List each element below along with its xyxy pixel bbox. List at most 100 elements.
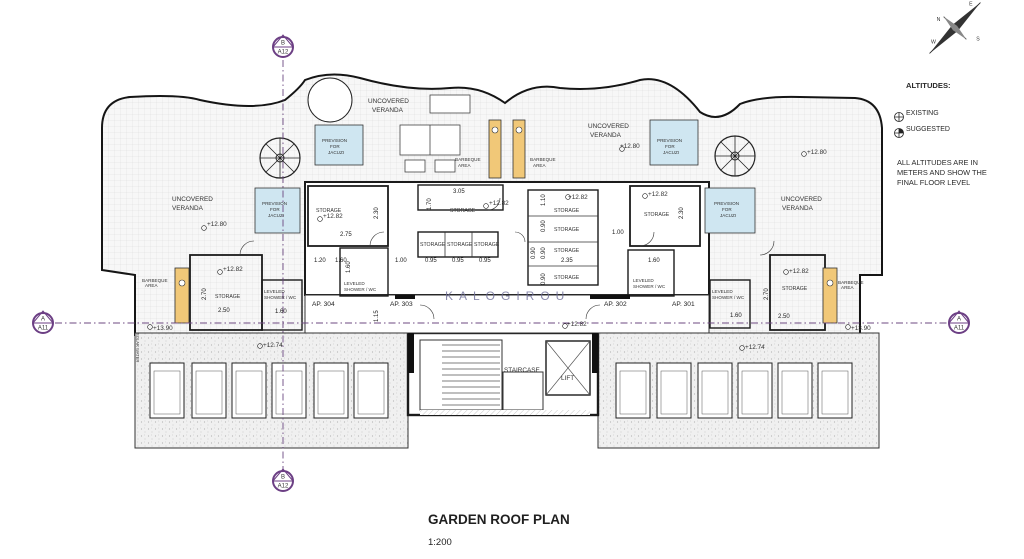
solar-heater xyxy=(271,362,307,419)
altitude-mark: +12.74 xyxy=(739,344,765,351)
legend-suggested: SUGGESTED xyxy=(906,126,950,133)
dimension: 1.60 xyxy=(275,309,287,315)
watermark-brand: KALOGIROU xyxy=(445,289,570,303)
jacuzzi-label-3: JACUZI xyxy=(328,150,344,155)
altitude-value: +12.82 xyxy=(789,268,809,275)
core-corridor xyxy=(420,410,590,415)
altitude-value: +12.82 xyxy=(223,266,243,273)
veranda-left-label: UNCOVERED xyxy=(172,196,213,203)
storage-label-6: STORAGE xyxy=(474,242,500,248)
jacuzzi-label-c: PREVISION xyxy=(262,201,287,206)
solar-heater xyxy=(231,362,267,419)
solar-heater xyxy=(313,362,349,419)
veranda-center-label-2: VERANDA xyxy=(372,107,404,114)
storage-label-11: STORAGE xyxy=(644,212,670,218)
barbeque-center-left-label-2: AREA xyxy=(458,163,471,168)
altitude-value: +12.74 xyxy=(745,344,765,351)
storage-label-1: STORAGE xyxy=(316,208,342,214)
dimension: 1.15 xyxy=(374,310,380,322)
legend-note-2: METERS AND SHOW THE xyxy=(897,168,987,177)
altitude-value: +12.80 xyxy=(207,221,227,228)
round-planter xyxy=(307,77,353,123)
veranda-right-label-2: VERANDA xyxy=(782,205,814,212)
veranda-mid-right-label: UNCOVERED xyxy=(588,123,629,130)
section-a-letter: A xyxy=(41,317,45,323)
dimension: 0.90 xyxy=(541,273,547,285)
storage-label-4: STORAGE xyxy=(420,242,446,248)
shower-label-3: LEVELED xyxy=(633,278,654,283)
solar-heater xyxy=(817,362,853,419)
dimension: 0.90 xyxy=(531,247,537,259)
section-a-ref: A11 xyxy=(38,326,49,332)
legend-existing: EXISTING xyxy=(906,110,939,117)
dimension: 1.10 xyxy=(541,194,547,206)
staircase-label: STAIRCASE xyxy=(504,367,540,374)
apartment-303-label: AP. 303 xyxy=(390,301,413,308)
altitude-mark: +13.90 xyxy=(147,324,173,332)
altitude-mark: +12.82 xyxy=(317,213,343,222)
dimension: 2.50 xyxy=(778,314,790,320)
jacuzzi-label-2: FOR xyxy=(330,144,340,149)
barbeque-left-label-2: AREA xyxy=(145,283,158,288)
section-a-ref-right: A11 xyxy=(954,326,965,332)
solar-heater xyxy=(353,362,389,419)
dimension: 3.05 xyxy=(453,189,465,195)
altitude-value: +12.82 xyxy=(567,321,587,328)
altitude-mark: +12.74 xyxy=(257,342,283,349)
jacuzzi-label-d-2: FOR xyxy=(722,207,732,212)
barbeque-right-label-2: AREA xyxy=(841,285,854,290)
corridor-band xyxy=(304,294,710,334)
jacuzzi-label-d: PREVISION xyxy=(714,201,739,206)
altitude-value: +13.90 xyxy=(153,325,173,332)
solar-heater: SOLAR WATER xyxy=(135,333,185,419)
jacuzzi-label-c-3: JACUZI xyxy=(268,213,284,218)
storage-label-12: STORAGE xyxy=(782,286,808,292)
structural-walls xyxy=(395,295,630,373)
storage-label-8: STORAGE xyxy=(554,227,580,233)
veranda-mid-right-label-2: VERANDA xyxy=(590,132,622,139)
shower-label-4: LEVELED xyxy=(712,289,733,294)
section-marker-a-left: A A11 xyxy=(32,310,54,334)
compass-n: N xyxy=(937,17,941,23)
dimension: 0.95 xyxy=(452,258,464,264)
storage-label-10: STORAGE xyxy=(554,275,580,281)
altitude-value: +13.90 xyxy=(851,325,871,332)
altitude-mark: +12.82 xyxy=(217,266,243,275)
dimension: 2.70 xyxy=(202,288,208,300)
section-b-letter-bottom: B xyxy=(281,475,285,481)
shower-label-4b: SHOWER / WC xyxy=(712,295,745,300)
existing-altitude-icon xyxy=(894,112,904,122)
dimension: 0.95 xyxy=(479,258,491,264)
section-b-ref-bottom: A12 xyxy=(278,484,289,490)
shower-label-3b: SHOWER / WC xyxy=(633,284,666,289)
legend-note-1: ALL ALTITUDES ARE IN xyxy=(897,158,978,167)
barbeque-left-label: BARBEQUE xyxy=(142,278,168,283)
dimension: 1.00 xyxy=(612,230,624,236)
outdoor-furniture xyxy=(399,94,471,173)
altitude-mark: +12.80 xyxy=(619,143,640,152)
room-walls xyxy=(189,184,826,331)
altitude-value: +12.82 xyxy=(323,213,343,220)
dimension: 1.20 xyxy=(314,258,326,264)
compass-s: S xyxy=(976,37,980,43)
suggested-altitude-icon xyxy=(894,128,904,138)
barbeque-center-right-label-2: AREA xyxy=(533,163,546,168)
north-arrow-icon: W E N S xyxy=(929,1,981,54)
jacuzzi-label-d-3: JACUZI xyxy=(720,213,736,218)
dimension: 1.60 xyxy=(730,313,742,319)
jacuzzi-label-b-3: JACUZI xyxy=(663,150,679,155)
staircase-treads xyxy=(442,344,500,406)
storage-label-3: STORAGE xyxy=(450,208,476,214)
dimension: 2.75 xyxy=(340,232,352,238)
altitude-mark: +12.82 xyxy=(483,200,509,209)
dimension: 0.90 xyxy=(541,220,547,232)
compass-e: E xyxy=(969,1,973,7)
jacuzzi-label-b: PREVISION xyxy=(657,138,682,143)
drawing-scale: 1:200 xyxy=(428,537,452,548)
section-marker-b-top: B A12 xyxy=(272,34,294,58)
drawing-title: GARDEN ROOF PLAN xyxy=(428,512,570,527)
shower-label-1: LEVELED xyxy=(264,289,285,294)
solar-label-1: SOLAR WATER xyxy=(135,333,140,362)
veranda-center-label: UNCOVERED xyxy=(368,98,409,105)
legend-note-3: FINAL FLOOR LEVEL xyxy=(897,178,970,187)
